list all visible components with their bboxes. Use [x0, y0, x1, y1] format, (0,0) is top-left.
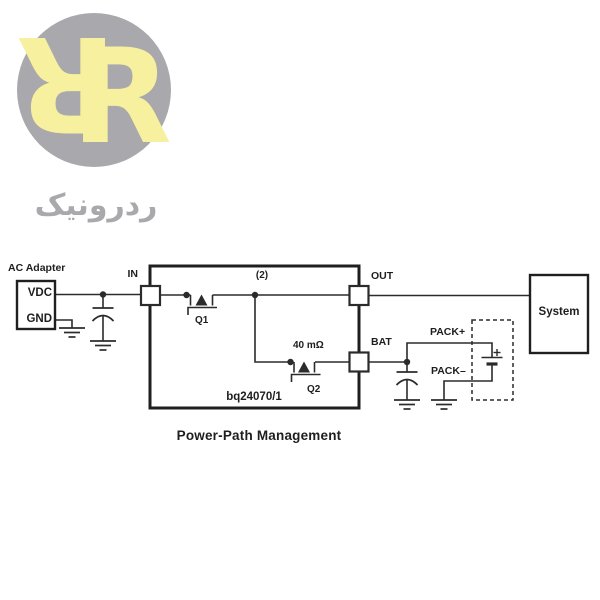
label-pin-vdc: VDC: [27, 287, 52, 299]
label-ac-adapter: AC Adapter: [8, 262, 66, 274]
chip-outline: [148, 264, 361, 410]
logo-circle: [17, 13, 171, 167]
adapter-ground-icon: [59, 327, 85, 338]
terminal-out: [348, 284, 370, 307]
label-pack-plus: PACK+: [430, 326, 466, 338]
brand-logo: R R: [16, 7, 172, 173]
label-pack-minus: PACK–: [431, 365, 466, 377]
battery-pack-dashed-outline: [471, 319, 514, 401]
label-system: System: [538, 306, 580, 318]
label-chip-name: bq24070/1: [226, 390, 282, 403]
label-chip-note: (2): [255, 270, 269, 281]
input-cap-ground-icon: [90, 340, 116, 351]
system-box: [528, 273, 590, 355]
label-q1: Q1: [195, 315, 209, 326]
input-capacitor-icon: [91, 307, 115, 322]
logo-letter-r-icon: R: [71, 20, 172, 173]
battery-plus-icon: [493, 349, 501, 356]
junction-dot-q2: [287, 358, 294, 366]
terminal-in: [139, 284, 162, 307]
battery-cell-icon: [481, 349, 503, 366]
pack-minus-ground-icon: [431, 399, 457, 410]
brand-wordmark: ردرونیک: [34, 189, 158, 222]
label-pin-gnd: GND: [26, 312, 52, 325]
ac-adapter-box: [15, 279, 57, 331]
label-q2: Q2: [307, 384, 321, 395]
junction-dot-node2: [251, 291, 259, 299]
mosfet-q1-icon: [187, 294, 217, 315]
label-sense-resistance: 40 mΩ: [293, 340, 324, 351]
bat-cap-ground-icon: [394, 399, 420, 410]
wire-pack-plus: [406, 342, 493, 362]
junction-dot-bat: [403, 358, 411, 366]
label-terminal-out: OUT: [371, 270, 394, 282]
logo-letter-r-rotated-icon: R: [16, 7, 117, 160]
junction-dot-q1: [183, 291, 190, 299]
label-terminal-bat: BAT: [371, 336, 392, 348]
junction-dot-vdc: [99, 291, 107, 298]
terminal-bat: [348, 351, 370, 373]
wires: [55, 293, 530, 400]
battery-capacitor-icon: [395, 371, 419, 386]
label-terminal-in: IN: [127, 268, 139, 280]
wire-node-to-q2: [254, 295, 294, 363]
diagram-caption: Power-Path Management: [176, 428, 342, 443]
wire-pack-minus: [443, 365, 493, 400]
mosfet-q2-icon: [290, 361, 321, 382]
wire-gnd-pin: [55, 319, 73, 328]
